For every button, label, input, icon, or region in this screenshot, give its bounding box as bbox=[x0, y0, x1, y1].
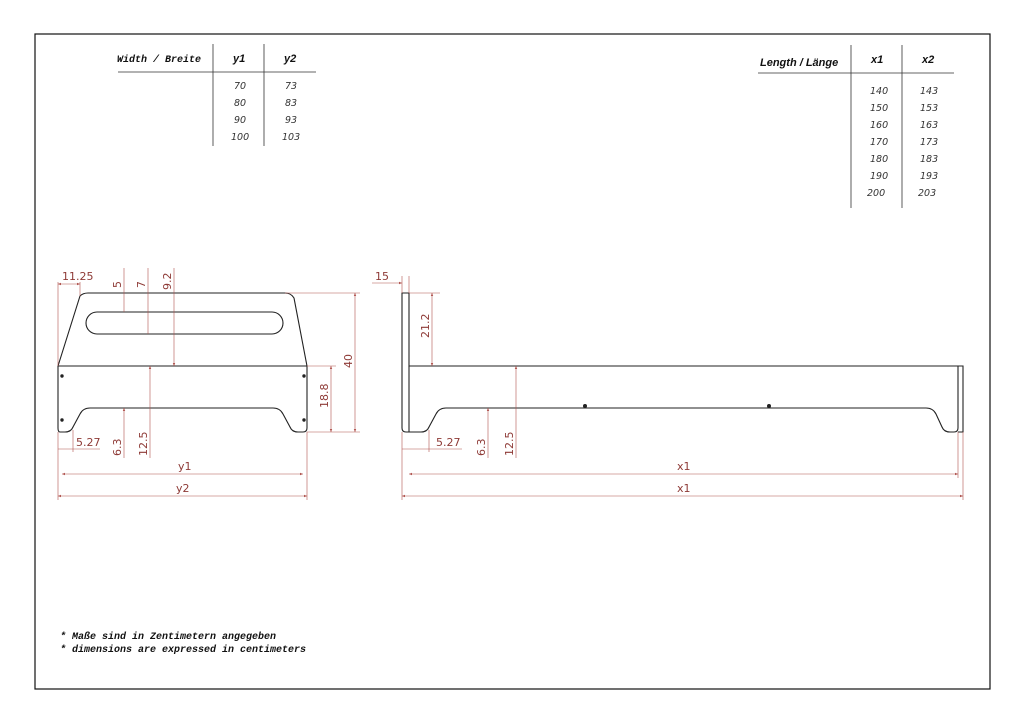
length-cell: 140 bbox=[870, 86, 888, 97]
width-table: Width / Breite y1 y2 70 73 80 83 90 93 1… bbox=[117, 44, 316, 146]
dim-label-foot-height: 6.3 bbox=[111, 439, 124, 457]
side-headboard bbox=[401, 292, 959, 433]
dim-label-offset-top: 11.25 bbox=[62, 270, 94, 283]
side-view: 15 21.2 12.5 6.3 5.27 x1 x1 bbox=[372, 270, 964, 500]
dim-label-rail-bottom: 12.5 bbox=[137, 432, 150, 457]
width-cell: 70 bbox=[234, 81, 246, 92]
width-table-header: Width / Breite bbox=[117, 54, 201, 66]
length-cell: 163 bbox=[920, 120, 938, 131]
width-col-y1: y1 bbox=[232, 53, 245, 65]
dim-label-inner-width: y1 bbox=[178, 460, 192, 473]
screw-hole bbox=[60, 374, 64, 378]
dim-label-headboard-height: 21.2 bbox=[419, 314, 432, 339]
dim-label-slot-offset: 5 bbox=[111, 281, 124, 288]
screw-hole bbox=[583, 404, 587, 408]
screw-hole bbox=[302, 418, 306, 422]
screw-hole bbox=[767, 404, 771, 408]
dim-label-side-foot-width: 5.27 bbox=[436, 436, 461, 449]
length-cell: 170 bbox=[870, 137, 888, 148]
width-cell: 80 bbox=[234, 98, 246, 109]
note-german: * Maße sind in Zentimetern angegeben bbox=[60, 631, 276, 643]
dim-label-slot-height: 7 bbox=[135, 281, 148, 288]
dim-label-side-foot-height: 6.3 bbox=[475, 439, 488, 457]
note-english: * dimensions are expressed in centimeter… bbox=[60, 644, 306, 656]
dim-label-board-thickness: 15 bbox=[375, 270, 389, 283]
length-cell: 173 bbox=[920, 137, 938, 148]
dim-label-foot-width: 5.27 bbox=[76, 436, 101, 449]
length-cell: 143 bbox=[920, 86, 938, 97]
length-col-x2: x2 bbox=[921, 54, 934, 66]
screw-hole bbox=[302, 374, 306, 378]
length-cell: 183 bbox=[920, 154, 938, 165]
length-cell: 193 bbox=[920, 171, 938, 182]
length-col-x1: x1 bbox=[870, 54, 883, 66]
width-cell: 90 bbox=[234, 115, 246, 126]
length-cell: 203 bbox=[918, 188, 936, 199]
width-cell: 73 bbox=[285, 81, 297, 92]
dim-label-outer-length: x1 bbox=[677, 482, 691, 495]
width-cell: 103 bbox=[282, 132, 300, 143]
dim-label-rail-height: 18.8 bbox=[318, 384, 331, 409]
side-footboard bbox=[958, 365, 964, 433]
length-cell: 200 bbox=[867, 188, 885, 199]
length-cell: 153 bbox=[920, 103, 938, 114]
dim-label-side-rail-bottom: 12.5 bbox=[503, 432, 516, 457]
end-view: 11.25 5 7 9.2 40 18.8 12.5 6.3 5.27 y1 bbox=[57, 268, 360, 500]
headboard-outline bbox=[57, 292, 308, 433]
width-cell: 93 bbox=[285, 115, 297, 126]
length-cell: 190 bbox=[870, 171, 888, 182]
dim-label-outer-width: y2 bbox=[176, 482, 190, 495]
width-col-y2: y2 bbox=[283, 53, 296, 65]
length-table: Length / Länge x1 x2 140 143 150 153 160… bbox=[758, 45, 954, 208]
hand-slot bbox=[85, 311, 284, 335]
screw-hole bbox=[60, 418, 64, 422]
dim-label-inner-length: x1 bbox=[677, 460, 691, 473]
length-cell: 160 bbox=[870, 120, 888, 131]
dim-label-total-height: 40 bbox=[342, 354, 355, 368]
dim-label-top-to-rail: 9.2 bbox=[161, 273, 174, 291]
width-cell: 83 bbox=[285, 98, 297, 109]
length-cell: 150 bbox=[870, 103, 888, 114]
width-cell: 100 bbox=[231, 132, 249, 143]
drawing-border bbox=[34, 33, 991, 690]
length-table-header: Length / Länge bbox=[760, 57, 838, 69]
length-cell: 180 bbox=[870, 154, 888, 165]
